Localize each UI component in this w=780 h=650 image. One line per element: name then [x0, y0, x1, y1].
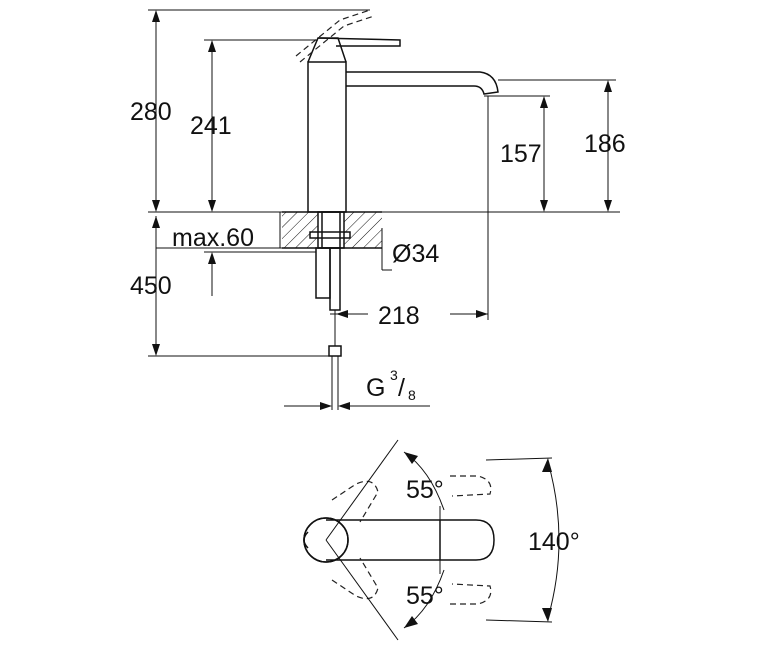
thread-g-label: G	[366, 374, 385, 402]
dim-218-label: 218	[378, 302, 420, 330]
thread-fraction-slash: /	[398, 374, 405, 402]
thread-numerator-label: 3	[390, 367, 398, 383]
dim-diameter-34-label: Ø34	[392, 240, 439, 268]
dim-157-label: 157	[500, 140, 542, 168]
lever-right-upper-dashed	[450, 475, 492, 497]
lever-left-lower-dashed	[331, 557, 379, 600]
thread-denominator-label: 8	[408, 387, 416, 403]
angle-lower-label: 55°	[406, 582, 444, 610]
angle-upper-label: 55°	[406, 476, 444, 504]
lever-center-position	[303, 506, 495, 574]
countertop-section	[282, 211, 382, 249]
lever-left-upper-dashed	[331, 480, 379, 523]
angle-arcs	[325, 439, 560, 641]
side-view: 280 241 157 186 max.60 Ø34 450 218 G 3 /…	[130, 9, 626, 410]
top-view: 55° 55° 140°	[303, 439, 580, 641]
dimension-lines	[148, 9, 620, 410]
faucet-body	[295, 9, 499, 213]
dim-280-label: 280	[130, 98, 172, 126]
dim-241-label: 241	[190, 112, 232, 140]
angle-total-label: 140°	[528, 528, 580, 556]
dim-186-label: 186	[584, 130, 626, 158]
dim-450-label: 450	[130, 272, 172, 300]
dim-max60-label: max.60	[172, 224, 254, 252]
lever-right-lower-dashed	[450, 583, 492, 605]
